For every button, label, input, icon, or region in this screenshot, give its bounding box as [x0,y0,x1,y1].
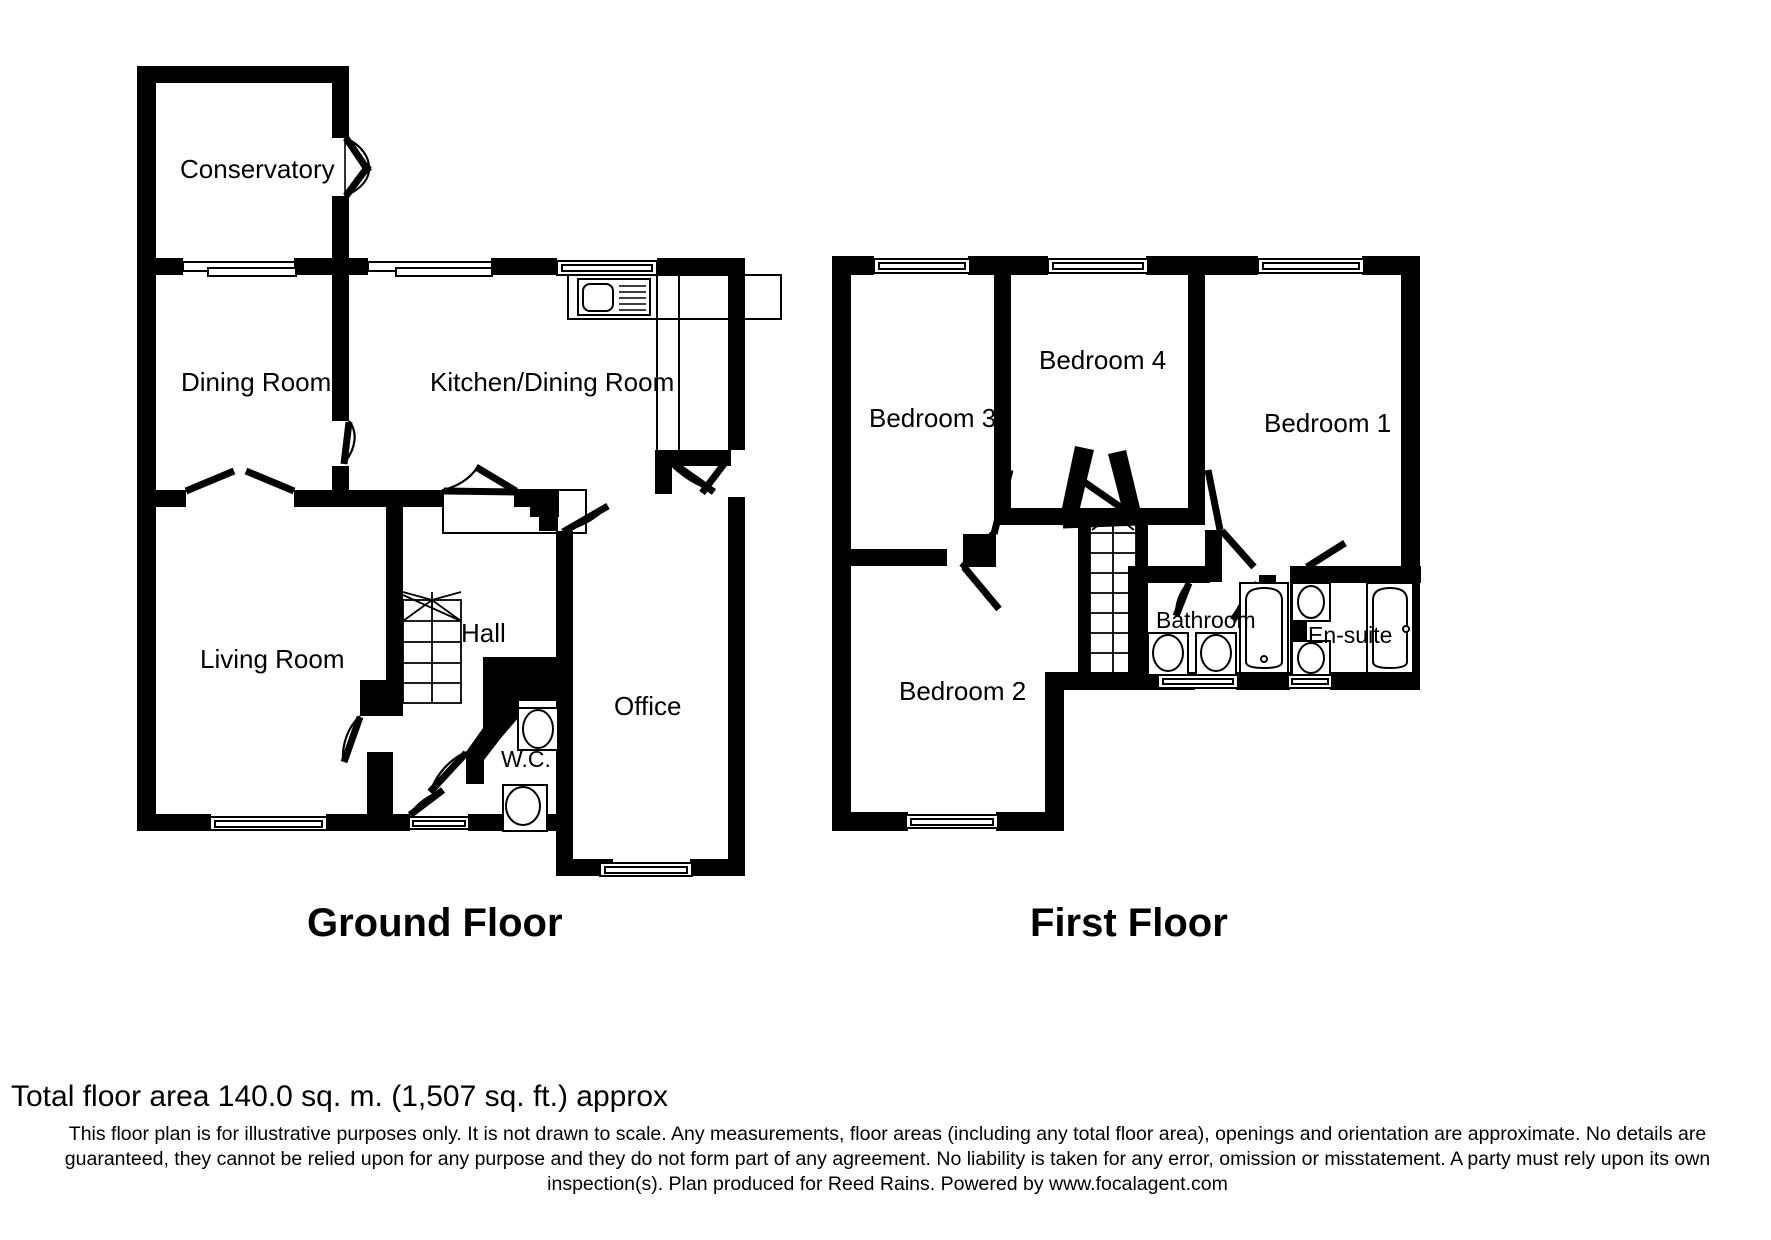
conservatory-double-doors [343,136,372,199]
staircase-icon [402,591,462,704]
room-label-bedroom-2: Bedroom 2 [899,676,1026,706]
room-label-ensuite: En-suite [1308,622,1392,648]
room-label-conservatory: Conservatory [180,154,335,184]
staircase-icon-first [1078,512,1148,677]
wash-basin-icon [517,707,559,751]
bathroom-toilet-icon [1147,632,1189,676]
room-label-hall: Hall [461,618,506,648]
bathroom-basin-icon [1195,632,1237,676]
toilet-icon [502,784,548,832]
first-floor-plan: Bedroom 3 Bedroom 4 Bedroom 1 Bedroom 2 … [832,256,1421,831]
room-label-living-room: Living Room [200,644,345,674]
conservatory-walls [137,66,349,274]
room-label-kitchen-dining-room: Kitchen/Dining Room [430,367,674,397]
room-label-wc: W.C. [501,746,551,772]
kitchen-sink-icon [577,278,651,316]
room-label-bathroom: Bathroom [1156,607,1256,633]
ground-floor-plan: Conservatory Dining Room Kitchen/Dining … [137,66,782,877]
ground-doors [184,420,730,818]
bathtub-icon [1239,582,1289,674]
room-label-bedroom-4: Bedroom 4 [1039,345,1166,375]
room-label-bedroom-1: Bedroom 1 [1264,408,1391,438]
first-windows [873,258,1365,829]
room-label-bedroom-3: Bedroom 3 [869,403,996,433]
room-label-dining-room: Dining Room [181,367,331,397]
first-floor-caption: First Floor [1030,901,1228,945]
room-label-office: Office [614,691,681,721]
kitchen-counter [567,274,782,452]
ensuite-toilet-icon [1291,640,1331,676]
first-outer-walls [832,256,1420,831]
total-floor-area-text: Total floor area 140.0 sq. m. (1,507 sq.… [11,1080,669,1113]
ground-internal-walls [137,258,731,816]
ground-floor-caption: Ground Floor [307,901,563,945]
ground-outer-walls [137,258,745,876]
ensuite-basin-icon [1291,582,1331,622]
ground-windows [182,260,693,877]
disclaimer-text: This floor plan is for illustrative purp… [64,1123,1711,1195]
ensuite-shower-icon [1366,582,1414,674]
